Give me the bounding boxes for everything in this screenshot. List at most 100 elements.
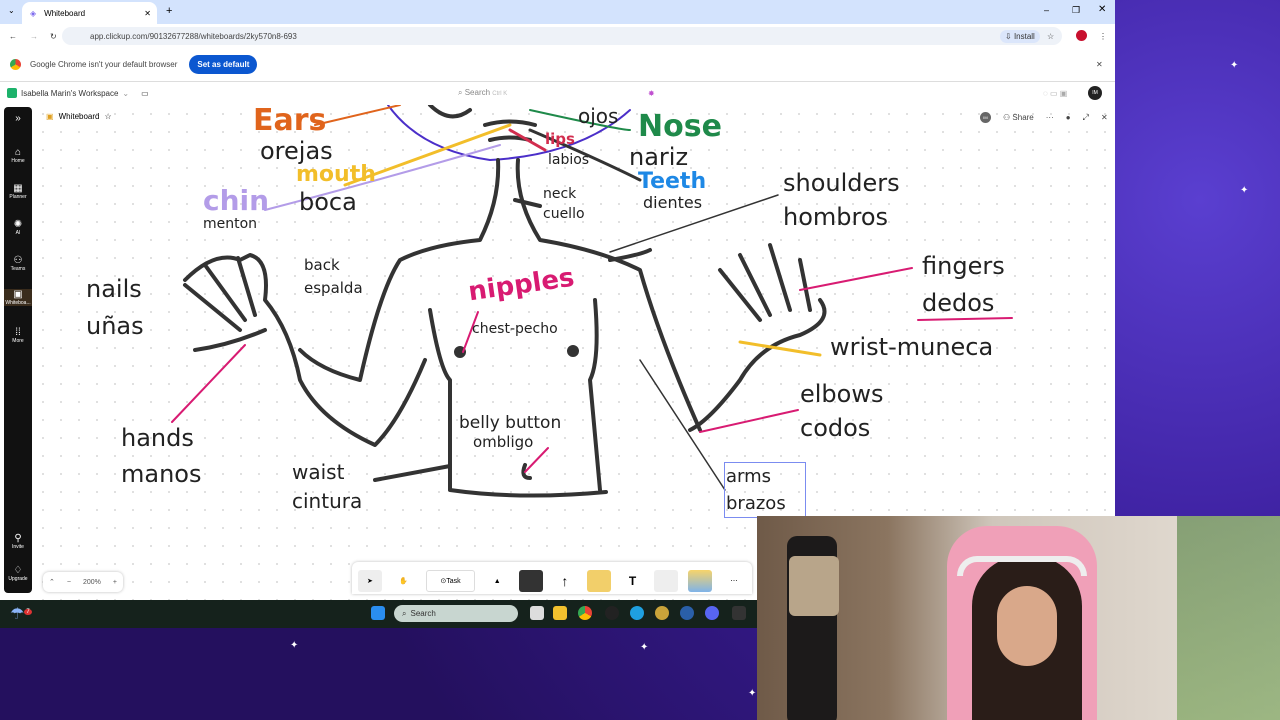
header-icons[interactable]: ◌ ▭ ▣ — [1043, 88, 1068, 98]
new-tab-icon[interactable]: + — [166, 5, 173, 17]
collaborator-avatar: IM — [980, 112, 991, 123]
label-fingers: fingers — [922, 252, 1005, 280]
label-cintura: cintura — [292, 489, 363, 513]
lips-pointer — [508, 128, 547, 152]
minimize-icon[interactable]: – — [1044, 5, 1050, 15]
label-teeth: Teeth — [638, 169, 707, 194]
right-hand — [688, 243, 827, 432]
set-default-button[interactable]: Set as default — [189, 55, 258, 74]
alienware-icon[interactable] — [605, 606, 619, 620]
forward-icon[interactable]: → — [30, 31, 38, 41]
expand-sidebar-icon[interactable]: » — [15, 113, 21, 124]
browser-window: ⌄ ◈ Whiteboard ✕ + – ❐ ✕ ← → ↻ app.click… — [0, 0, 1115, 600]
templates-tool[interactable]: ⋯ — [730, 578, 738, 585]
ai-icon[interactable]: ✸ — [648, 88, 655, 98]
sidebar-label: Teams — [10, 266, 26, 272]
chevron-down-icon[interactable]: ⌄ — [122, 88, 130, 98]
url-text: app.clickup.com/90132677288/whiteboards/… — [90, 31, 297, 41]
shoulders-pointer — [609, 194, 779, 253]
edge-icon[interactable] — [630, 606, 644, 620]
file-explorer-icon[interactable] — [553, 606, 567, 620]
profile-avatar[interactable] — [1076, 30, 1087, 41]
tab-search-icon[interactable]: ⌄ — [8, 6, 15, 15]
neck-mark — [513, 198, 542, 208]
close-infobar-icon[interactable]: ✕ — [1096, 60, 1103, 69]
discord-icon[interactable] — [705, 606, 719, 620]
label-dientes: dientes — [643, 193, 703, 212]
star-decoration: ✦ — [1230, 60, 1239, 71]
teeth-pointer — [528, 128, 642, 182]
planner-icon: ▦ — [13, 183, 23, 194]
sticky-note-tool[interactable] — [586, 570, 611, 592]
start-icon[interactable] — [371, 606, 385, 620]
hand-tool[interactable]: ✋ — [399, 578, 409, 585]
user-avatar[interactable]: IM — [1088, 86, 1102, 100]
menu-icon[interactable]: ⋮ — [1099, 31, 1107, 41]
chin-pointer — [264, 144, 501, 211]
install-button[interactable]: ⇩ Install — [1000, 29, 1040, 43]
sidebar-item-teams[interactable]: ⚇Teams — [4, 255, 32, 272]
sidebar-item-planner[interactable]: ▦Planner — [4, 183, 32, 200]
sidebar-item-upgrade[interactable]: ♢Upgrade — [4, 565, 32, 582]
image-tool[interactable] — [688, 570, 713, 592]
weather-icon[interactable]: ☂7 — [10, 606, 32, 623]
star-decoration: ✦ — [290, 640, 299, 651]
zoom-in-button[interactable]: + — [112, 578, 117, 586]
arms-pointer — [639, 359, 726, 491]
restore-icon[interactable]: ❐ — [1072, 5, 1081, 15]
share-label: Share — [1012, 113, 1034, 122]
belly-button — [521, 463, 532, 480]
select-tool[interactable]: ➤ — [358, 570, 382, 592]
default-browser-message: Google Chrome isn't your default browser — [30, 60, 178, 69]
star-decoration: ✦ — [748, 688, 757, 699]
frame-tool[interactable] — [654, 570, 679, 592]
steam-icon[interactable] — [680, 606, 694, 620]
reload-icon[interactable]: ↻ — [50, 31, 57, 41]
bookmark-star-icon[interactable]: ☆ — [1047, 31, 1055, 41]
task-view-icon[interactable] — [530, 606, 544, 620]
search-placeholder: Search — [464, 88, 491, 97]
taskbar-search-label: Search — [410, 609, 436, 618]
back-icon[interactable]: ← — [9, 31, 17, 41]
text-tool[interactable]: T — [628, 574, 637, 588]
address-bar[interactable]: app.clickup.com/90132677288/whiteboards/… — [62, 27, 1062, 45]
arrow-tool[interactable]: ↑ — [561, 573, 569, 589]
sidebar-item-whiteboards[interactable]: ▣Whiteboa... — [4, 289, 32, 306]
tab-title: Whiteboard — [44, 8, 86, 18]
whiteboard-title[interactable]: Whiteboard — [58, 112, 100, 121]
epic-games-icon[interactable] — [732, 606, 746, 620]
calendar-icon[interactable]: ▭ — [141, 88, 149, 98]
chrome-taskbar-icon[interactable] — [578, 606, 592, 620]
more-options-icon[interactable]: ··· — [1045, 113, 1054, 122]
task-label: Task — [446, 577, 461, 585]
share-button[interactable]: ⚇ Share — [1003, 113, 1034, 122]
workspace-switcher[interactable]: Isabella Marin's Workspace — [21, 88, 119, 98]
tab-whiteboard[interactable]: ◈ Whiteboard ✕ — [22, 2, 157, 24]
label-belly-button: belly button — [459, 413, 562, 433]
search-bar[interactable]: ⌕ Search Ctrl K — [458, 88, 508, 97]
workspace-icon — [7, 88, 17, 98]
task-tool[interactable]: ⊙ Task — [425, 570, 476, 592]
app-icon[interactable] — [655, 606, 669, 620]
zoom-out-button[interactable]: − — [66, 578, 71, 586]
sidebar-item-ai[interactable]: ✺AI — [4, 219, 32, 236]
label-back: back — [304, 256, 340, 274]
zoom-controls: ⌃ − 200% + — [43, 572, 123, 592]
shape-tool[interactable] — [519, 570, 543, 592]
label-orejas: orejas — [260, 137, 333, 165]
sidebar-item-home[interactable]: ⌂Home — [4, 147, 32, 164]
fit-icon[interactable]: ⌃ — [49, 579, 55, 586]
chrome-logo-icon — [10, 59, 21, 70]
close-tab-icon[interactable]: ✕ — [144, 8, 151, 18]
close-whiteboard-icon[interactable]: ✕ — [1101, 113, 1108, 122]
sidebar-item-more[interactable]: ⁞⁞More — [4, 327, 32, 344]
record-icon[interactable]: ● — [1065, 113, 1071, 122]
star-decoration: ✦ — [1240, 185, 1249, 196]
taskbar-search[interactable]: ⌕ Search — [394, 605, 518, 622]
favorite-star-icon[interactable]: ☆ — [104, 112, 112, 121]
pen-tool[interactable]: ▲ — [493, 577, 501, 585]
close-window-icon[interactable]: ✕ — [1098, 4, 1107, 15]
sidebar-item-invite[interactable]: ⚲Invite — [4, 533, 32, 550]
mouth-pointer — [343, 123, 512, 187]
expand-icon[interactable]: ⤢ — [1082, 112, 1090, 122]
